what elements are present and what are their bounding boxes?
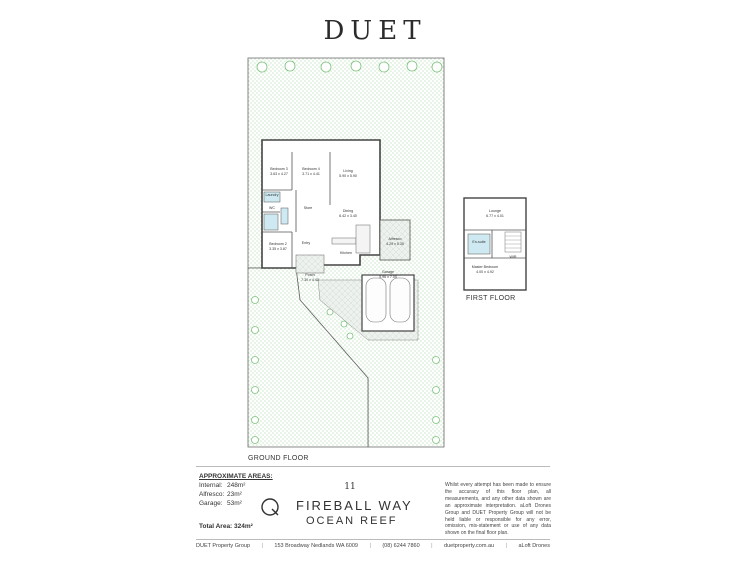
footer-company: DUET Property Group xyxy=(196,543,251,549)
room-living: Living xyxy=(343,169,352,173)
room-dining-size: 6.42 x 3.40 xyxy=(339,214,357,218)
area-internal-value: 248m² xyxy=(227,482,246,489)
area-alfresco-label: Alfresco: xyxy=(199,491,225,498)
room-garage-size: 5.96 x 7.05 xyxy=(379,275,397,279)
room-bedroom-4: Bedroom 4 xyxy=(302,167,320,171)
footer: DUET Property Group | 153 Broadway Nedla… xyxy=(196,543,550,549)
room-wc: WC xyxy=(269,206,275,210)
total-area: Total Area: 324m² xyxy=(199,523,253,530)
room-bedroom-2-size: 3.35 x 3.87 xyxy=(269,247,287,251)
room-bedroom-2: Bedroom 2 xyxy=(269,242,287,246)
room-store: Store xyxy=(304,206,313,210)
footer-phone[interactable]: (08) 6244 7860 xyxy=(382,543,420,549)
area-alfresco-value: 23m² xyxy=(227,491,242,498)
area-alfresco: Alfresco:23m² xyxy=(199,491,242,498)
room-lounge: Lounge xyxy=(489,209,501,213)
room-living-size: 5.90 x 5.90 xyxy=(339,174,357,178)
footer-website[interactable]: duetproperty.com.au xyxy=(444,543,495,549)
area-garage-value: 53m² xyxy=(227,500,242,507)
first-room-labels: Lounge 6.77 x 4.01 En-suite WIR Master B… xyxy=(472,209,517,274)
room-bedroom-4-size: 3.71 x 4.41 xyxy=(302,172,320,176)
address-number: 11 xyxy=(344,482,356,492)
brand-logo: DUET xyxy=(323,16,427,46)
room-bedroom-3: Bedroom 3 xyxy=(270,167,288,171)
address-suburb: OCEAN REEF xyxy=(306,515,398,527)
room-entry: Entry xyxy=(302,241,311,245)
room-ensuite: En-suite xyxy=(472,240,485,244)
room-kitchen: Kitchen xyxy=(340,251,352,255)
floor-plan: Bedroom 3 3.63 x 4.27 Bedroom 4 3.71 x 4… xyxy=(247,57,527,448)
ground-room-labels: Bedroom 3 3.63 x 4.27 Bedroom 4 3.71 x 4… xyxy=(266,167,404,282)
ground-floor-label: GROUND FLOOR xyxy=(248,455,309,462)
house-walls xyxy=(261,139,381,269)
garage xyxy=(361,274,415,332)
room-alfresco: Alfresco xyxy=(389,237,402,241)
room-alfresco-size: 4.29 x 5.35 xyxy=(386,242,404,246)
kitchen-island xyxy=(331,224,371,254)
room-garage: Garage xyxy=(382,270,394,274)
room-dining: Dining xyxy=(343,209,353,213)
alfresco xyxy=(379,219,411,261)
room-master-bedroom: Master Bedroom xyxy=(472,265,499,269)
room-laundry: Laundry xyxy=(266,193,279,197)
area-garage-label: Garage: xyxy=(199,500,223,507)
divider-footer xyxy=(196,539,550,540)
room-master-bedroom-size: 4.00 x 4.92 xyxy=(476,270,494,274)
footer-address: 153 Broadway Nedlands WA 6009 xyxy=(274,543,358,549)
interior-walls xyxy=(262,152,331,268)
room-porch-size: 7.30 x 4.40 xyxy=(301,278,319,282)
area-internal-label: Internal: xyxy=(199,482,223,489)
area-garage: Garage: 53m² xyxy=(199,500,242,507)
divider-top xyxy=(196,466,550,467)
room-bedroom-3-size: 3.63 x 4.27 xyxy=(270,172,288,176)
first-floor xyxy=(463,197,527,291)
room-lounge-size: 6.77 x 4.01 xyxy=(486,214,504,218)
first-floor-label: FIRST FLOOR xyxy=(466,295,516,302)
q-logo-icon xyxy=(261,498,279,516)
areas-title: APPROXIMATE AREAS: xyxy=(199,473,273,480)
area-internal: Internal: 248m² xyxy=(199,482,245,489)
room-wir: WIR xyxy=(510,255,517,259)
disclaimer-text: Whilst every attempt has been made to en… xyxy=(445,482,551,537)
wet-areas xyxy=(263,191,289,231)
room-porch: Porch xyxy=(305,273,314,277)
footer-credit: aLoft Drones xyxy=(518,543,550,549)
porch xyxy=(295,254,325,274)
address-street: FIREBALL WAY xyxy=(296,498,413,513)
